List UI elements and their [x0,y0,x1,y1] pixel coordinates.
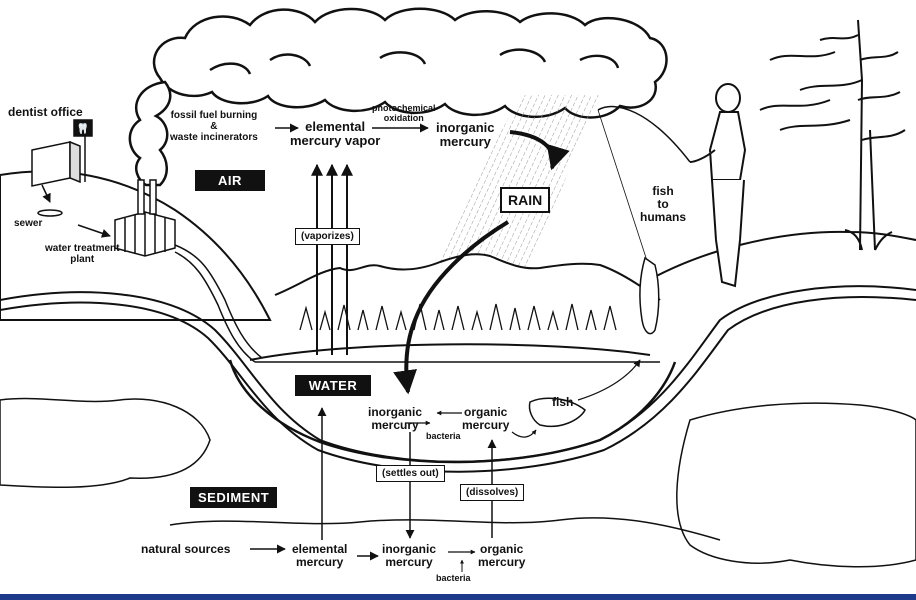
fossil-fuel-label: fossil fuel burning & waste incinerators [170,110,258,143]
settles-out-box: (settles out) [376,465,445,482]
leaping-fish [639,256,660,335]
elemental-sed-label: elemental mercury [292,542,348,570]
sediment-shape-right [676,402,916,568]
sewer-pipe [37,209,63,217]
mountains [274,253,661,301]
inorganic-sed-label: inorganic mercury [382,542,437,570]
fish-label: fish [552,395,574,409]
sediment-tag: SEDIMENT [190,487,278,508]
dentist-office-label: dentist office [8,105,83,119]
svg-text:🦷: 🦷 [77,122,89,135]
water-tag: WATER [295,375,371,396]
bacteria-water-label: bacteria [426,431,461,441]
elemental-vapor-label: elemental mercury vapor [290,119,381,149]
inorganic-air-label: inorganic mercury [436,120,495,150]
sediment-shape-left [0,397,211,489]
footer-bar [0,594,916,600]
right-trees [759,19,906,251]
treatment-plant [114,179,176,257]
water-fish [528,397,586,427]
organic-water-label: organic mercury [462,405,510,433]
organic-sed-label: organic mercury [478,542,526,570]
dentist-office-building: 🦷 [31,119,93,187]
ground-inner [0,296,916,473]
inorganic-water-label: inorganic mercury [368,405,423,433]
sediment-bottom [169,517,721,541]
bacteria-sed-label: bacteria [436,573,471,583]
sewer-label: sewer [14,218,43,229]
air-tag: AIR [195,170,265,191]
photochemical-label: photochemical oxidation [372,103,436,123]
water-treatment-label: water treatment plant [45,243,120,265]
vaporizes-box: (vaporizes) [295,228,360,245]
natural-sources-label: natural sources [141,542,231,556]
cloud-band [128,7,668,187]
fisherman [689,83,747,288]
rain-tag: RAIN [500,187,551,213]
right-hill [639,230,916,286]
lake-surface [249,343,651,361]
lake-bottom [228,359,677,464]
fish-to-humans-label: fish to humans [640,184,687,225]
tree-line [299,303,617,331]
dissolves-box: (dissolves) [460,484,525,501]
